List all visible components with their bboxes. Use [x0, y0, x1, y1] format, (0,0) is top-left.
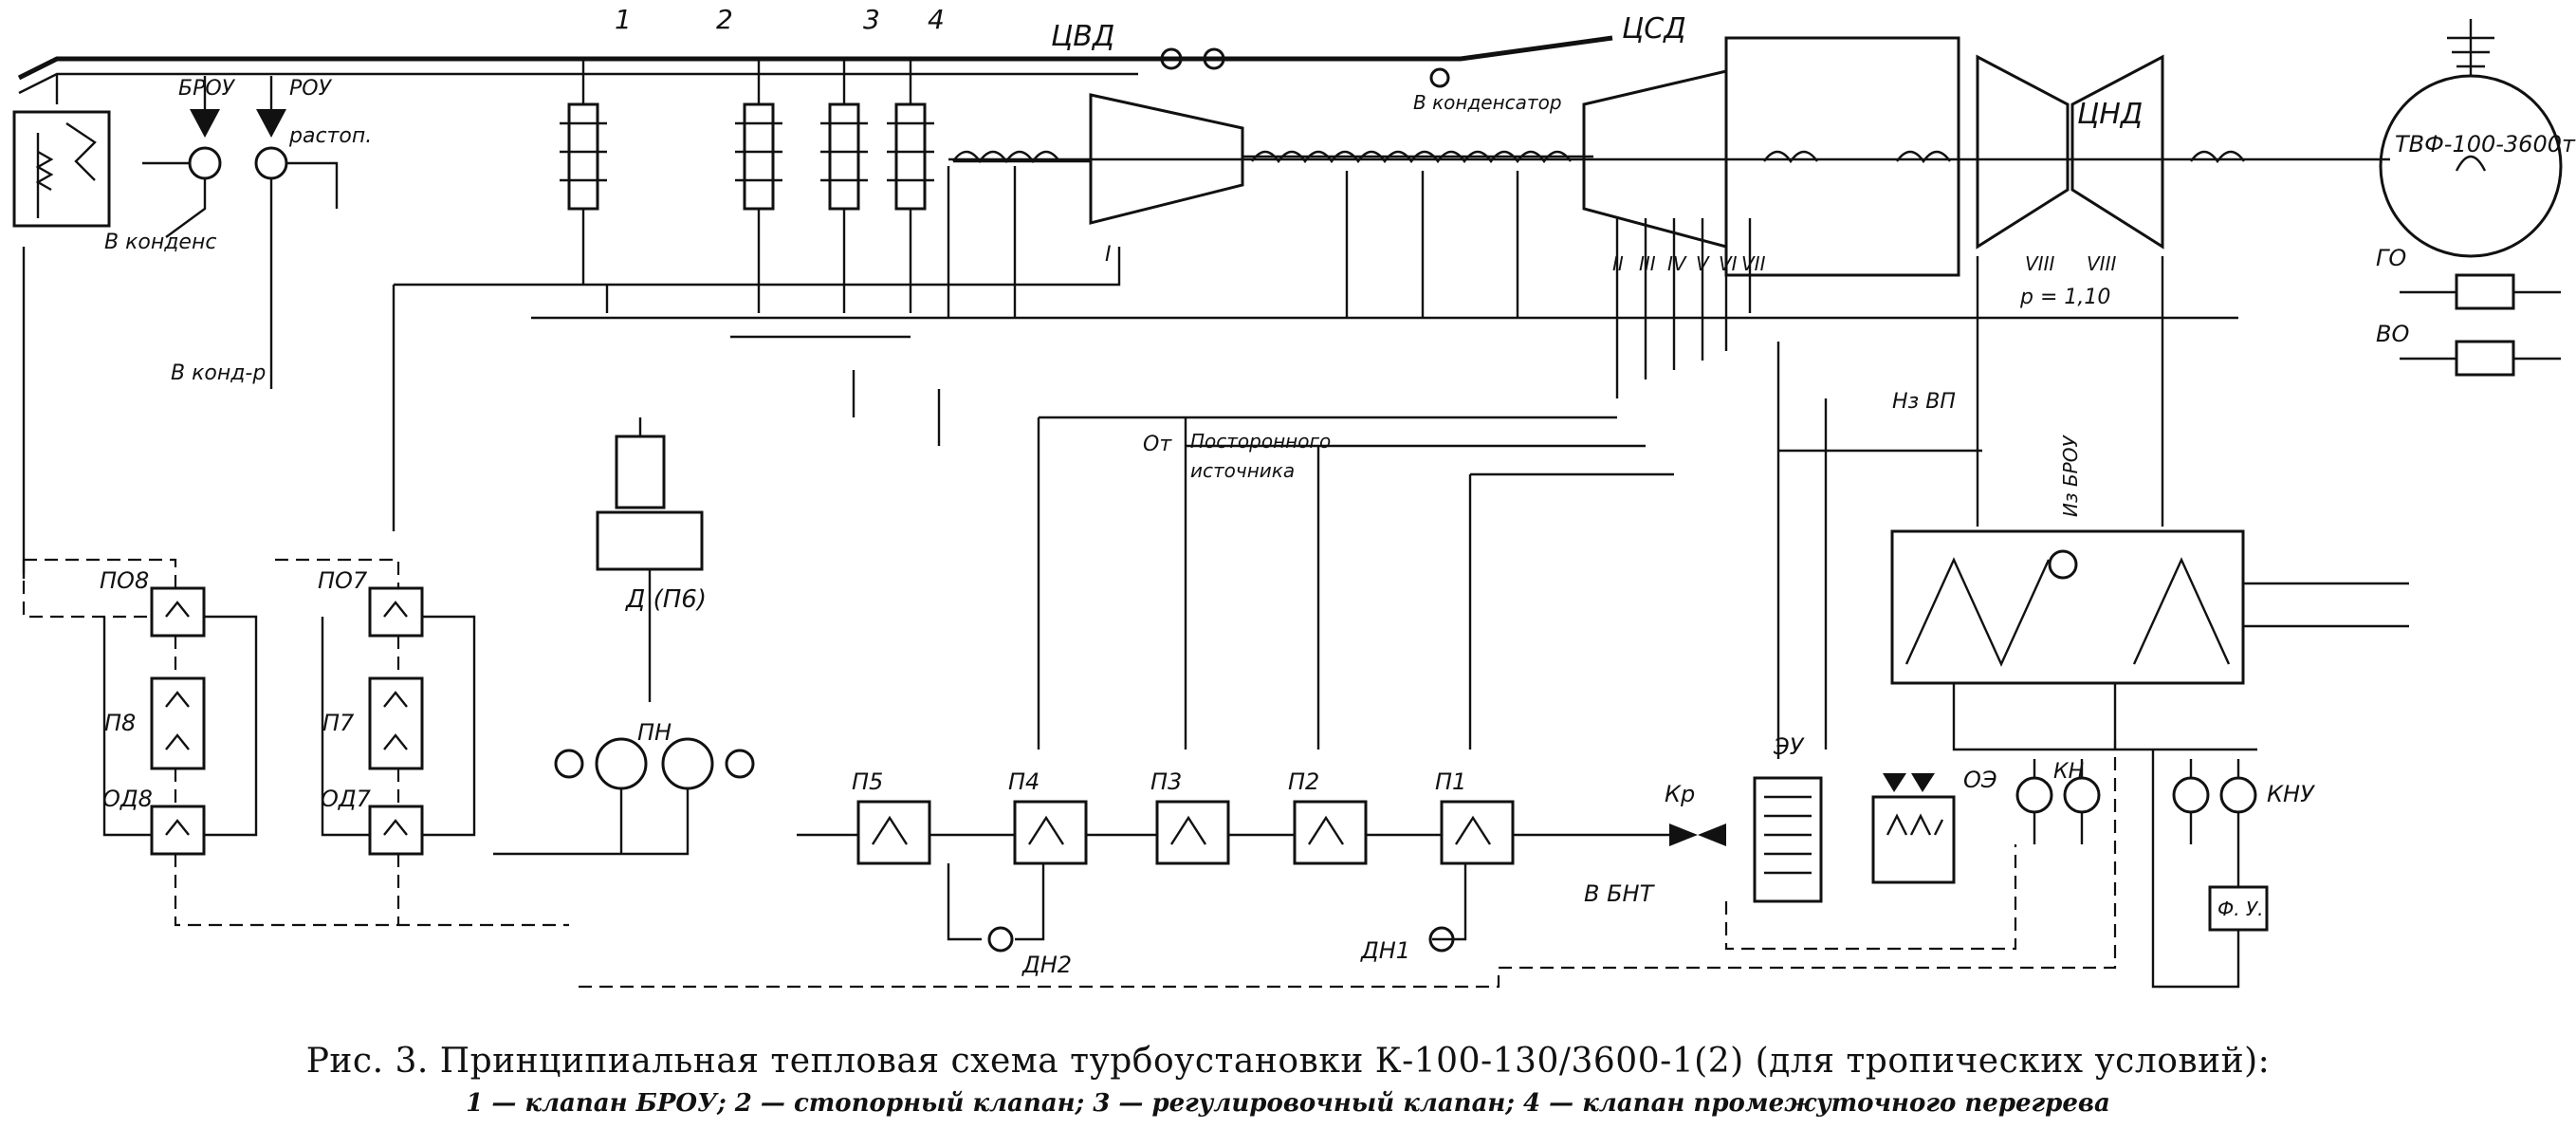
kr-valve-icon-b [1698, 824, 1726, 846]
lp-cylinder-label: ЦНД [2077, 98, 2143, 131]
lp-heater-p1 [1440, 800, 1515, 865]
to-condenser-label-3: В конд-р [171, 361, 266, 385]
kr-valve-icon [1669, 824, 1698, 846]
boiler [12, 110, 111, 579]
extraction-iii-label: III [1639, 252, 1656, 275]
condenser [1890, 529, 2409, 685]
extraction-viii-label: VIII [2025, 252, 2054, 275]
p1-label: П1 [1435, 768, 1466, 795]
thermal-scheme-diagram: БРОУ РОУ растоп. В конденс В конд-р 1 2 … [12, 4, 2576, 989]
valve-stack-2 [735, 57, 782, 313]
extraction-vi-label: VI [1719, 252, 1738, 275]
hydrogen-condensate-pumps [2172, 759, 2257, 887]
hp-cylinder [953, 47, 1593, 225]
hp-heaters-7 [368, 586, 424, 856]
lp-heater-p2 [1293, 800, 1368, 865]
figure-caption: Рис. 3. Принципиальная тепловая схема ту… [305, 1042, 2271, 1081]
generator [2379, 19, 2563, 258]
lp-heater-p3 [1155, 800, 1230, 865]
valve-stack-4 [887, 57, 934, 313]
valve-3-number: 3 [863, 4, 880, 35]
hp-cylinder-label: ЦВД [1051, 20, 1114, 53]
to-vp-label: Нз ВП [1892, 390, 1956, 414]
broy-label: БРОУ [178, 77, 236, 101]
kny-label: КНУ [2267, 781, 2315, 807]
deaerator-label: Д (П6) [625, 585, 707, 614]
roy-label: РОУ [289, 77, 333, 101]
main-steam-lines [17, 35, 1613, 104]
valve-2-number: 2 [716, 4, 733, 35]
valve-4-number: 4 [928, 4, 945, 35]
condensate-pumps [2015, 759, 2101, 844]
to-bnt-label: В БНТ [1584, 880, 1656, 907]
hp8-label: ПО8 [100, 567, 149, 594]
od7-label: ОД7 [321, 786, 372, 812]
hp-heater-piping [22, 558, 569, 927]
hydrogen-cooler-label: ГО [2376, 245, 2406, 271]
valve-stack-3 [820, 57, 868, 313]
p7-label: П7 [322, 710, 355, 736]
gauge-icon [1429, 67, 1450, 88]
fu-label: Ф. У. [2217, 898, 2263, 920]
lp-cylinder [1724, 36, 2164, 277]
roy-sub-label: растоп. [288, 124, 372, 148]
ey-label: ЭУ [1773, 733, 1805, 760]
feed-pump-label: ПН [637, 719, 672, 746]
od8-label: ОД8 [102, 786, 153, 812]
lp-heater-p5 [856, 800, 931, 865]
from-external-label-1: Посторонного [1190, 430, 1331, 453]
from-broy-label: Из БРОУ [2059, 435, 2082, 517]
kr-label: Кр [1665, 781, 1695, 807]
extraction-piping [392, 166, 2238, 759]
condensate-line [579, 740, 2117, 989]
lp-heater-p4 [1013, 800, 1088, 865]
to-condenser-label-2: В конденсатор [1413, 91, 1562, 114]
air-cooler-label: ВО [2376, 321, 2409, 347]
p5-label: П5 [852, 768, 883, 795]
generator-coolers [2400, 273, 2561, 377]
extraction-viii-b-label: VIII [2087, 252, 2116, 275]
dn1-label: ДН1 [1360, 937, 1410, 964]
from-prefix-label: От [1143, 433, 1172, 456]
valve-stack-1 [560, 57, 607, 285]
p4-label: П4 [1008, 768, 1040, 795]
hp-heaters-8 [150, 586, 206, 856]
deaerator [596, 417, 704, 702]
feed-pumps [493, 737, 755, 856]
figure-legend: 1 — клапан БРОУ; 2 — стопорный клапан; 3… [466, 1089, 2110, 1118]
valve-1-number: 1 [615, 4, 632, 35]
roy-valve [142, 76, 339, 389]
p3-label: П3 [1150, 768, 1182, 795]
extraction-i-label: I [1105, 243, 1112, 267]
right-piping [1724, 683, 2257, 989]
generator-label: ТВФ-100-3600т [2395, 131, 2576, 157]
from-external-label-2: источника [1190, 459, 1295, 482]
p8-label: П8 [104, 710, 136, 736]
main-ejector [1753, 776, 1823, 903]
to-condenser-label-1: В конденс [104, 231, 216, 254]
dn2-label: ДН2 [1021, 952, 1072, 978]
seal-ejector [1871, 773, 1956, 884]
hp7-label: ПО7 [318, 567, 368, 594]
extraction-vii-label: VII [1741, 252, 1766, 275]
ip-cylinder-label: ЦСД [1622, 12, 1686, 46]
turbine-shaft [948, 150, 2390, 164]
p2-label: П2 [1288, 768, 1319, 795]
extraction-iv-label: IV [1667, 252, 1687, 275]
oe-label: ОЭ [1963, 767, 1997, 793]
pressure-label: p = 1,10 [2019, 286, 2110, 309]
kn-label: КН [2053, 760, 2084, 784]
